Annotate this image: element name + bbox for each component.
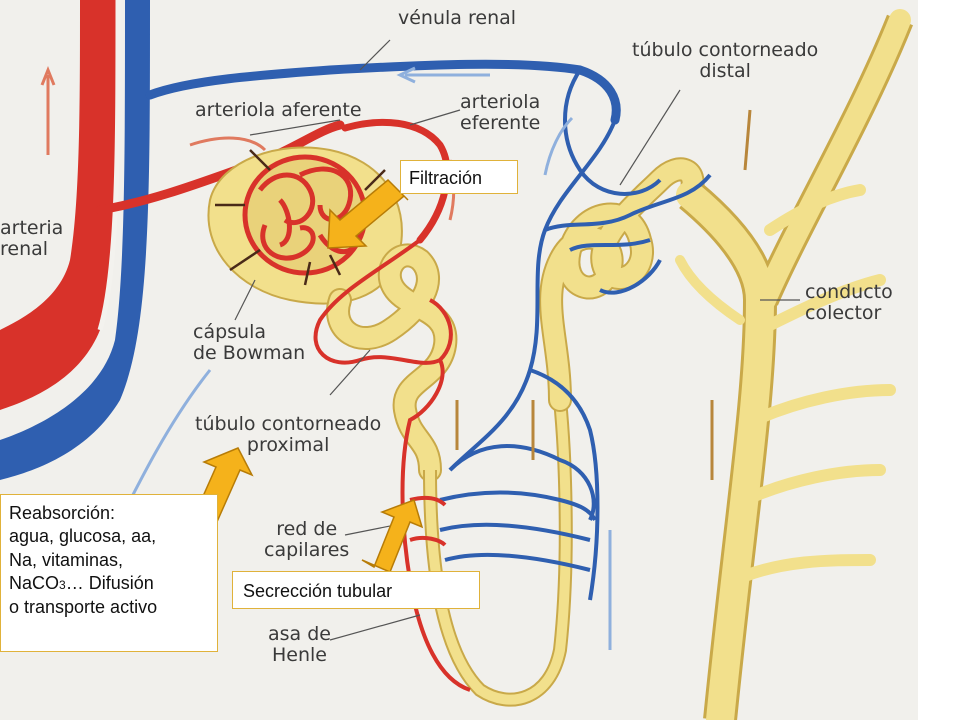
label-asa-henle: asa de Henle	[268, 623, 331, 667]
leader-lines	[234, 39, 800, 641]
label-tubulo-distal-line1: túbulo contorneado	[632, 39, 819, 61]
secretion-arrow	[361, 499, 424, 573]
label-arteriola-eferente: arteriola eferente	[460, 91, 541, 135]
label-conducto-colector: conducto colector	[805, 281, 893, 325]
callout-secrecion-tubular: Secrección tubular	[232, 571, 480, 609]
callout-filtracion: Filtración	[400, 160, 518, 194]
label-tubulo-distal: túbulo contorneado distal	[632, 39, 819, 83]
flow-arrow-venule-head	[396, 66, 416, 84]
label-asa-line1: asa de	[268, 623, 331, 645]
label-arteria-renal-line2: renal	[0, 238, 49, 261]
label-venula-renal: vénula renal	[398, 7, 517, 29]
reabsorcion-line2: agua, glucosa, aa,	[9, 526, 157, 547]
flow-arrows	[40, 65, 752, 650]
flow-arrow-brown-3	[743, 109, 752, 171]
filtration-arrows	[215, 149, 386, 286]
filtration-arrow	[327, 178, 409, 249]
reabsorcion-line4-prefix: NaCO	[9, 573, 60, 594]
label-arteria-renal-line1: arteria	[0, 217, 64, 239]
label-red-line1: red de	[276, 518, 338, 540]
proximal-tubule-fill	[328, 245, 456, 480]
label-arteriola-aferente: arteriola aferente	[195, 99, 362, 121]
label-arteria-renal: arteria renal	[0, 217, 64, 261]
renal-artery-edge	[97, 0, 121, 331]
callout-reabsorcion: Reabsorción: agua, glucosa, aa, Na, vita…	[0, 494, 218, 652]
label-conducto-line1: conducto	[805, 281, 893, 303]
reabsorcion-line4-suffix: … Difusión	[65, 573, 154, 594]
reabsorcion-line3: Na, vitaminas,	[9, 549, 124, 570]
label-capsula-line2: de Bowman	[193, 342, 306, 365]
renal-venule	[145, 59, 621, 125]
flow-arrow-afferent	[189, 136, 267, 152]
right-margin	[918, 0, 960, 720]
label-capsula-bowman: cápsula de Bowman	[193, 321, 306, 365]
label-asa-line2: Henle	[271, 644, 327, 667]
reabsorcion-line4-sub: 3	[59, 578, 66, 593]
peritubular-capillaries-venous	[439, 68, 712, 601]
label-red-line2: capilares	[264, 539, 350, 562]
label-conducto-line2: colector	[805, 302, 882, 325]
label-tubulo-proximal-line2: proximal	[246, 434, 330, 457]
label-arteriola-eferente-line1: arteriola	[460, 91, 541, 113]
label-tubulo-proximal: túbulo contorneado proximal	[195, 413, 382, 457]
reabsorcion-line5: o transporte activo	[9, 596, 158, 617]
label-tubulo-distal-line2: distal	[699, 60, 751, 83]
flow-arrow-blue-up	[543, 116, 574, 176]
collecting-duct-fill	[675, 9, 911, 720]
renal-vein	[0, 0, 150, 480]
flow-arrow-red-left-head	[40, 65, 56, 86]
reabsorcion-line4: NaCO3… Difusión	[9, 572, 209, 595]
label-tubulo-proximal-line1: túbulo contorneado	[195, 413, 382, 435]
label-arteriola-eferente-line2: eferente	[460, 112, 541, 135]
reabsorcion-line1: Reabsorción:	[9, 503, 116, 523]
label-red-capilares: red de capilares	[264, 518, 350, 562]
renal-artery	[0, 0, 118, 410]
efferent-arteriole	[341, 118, 451, 244]
label-capsula-line1: cápsula	[193, 321, 267, 343]
